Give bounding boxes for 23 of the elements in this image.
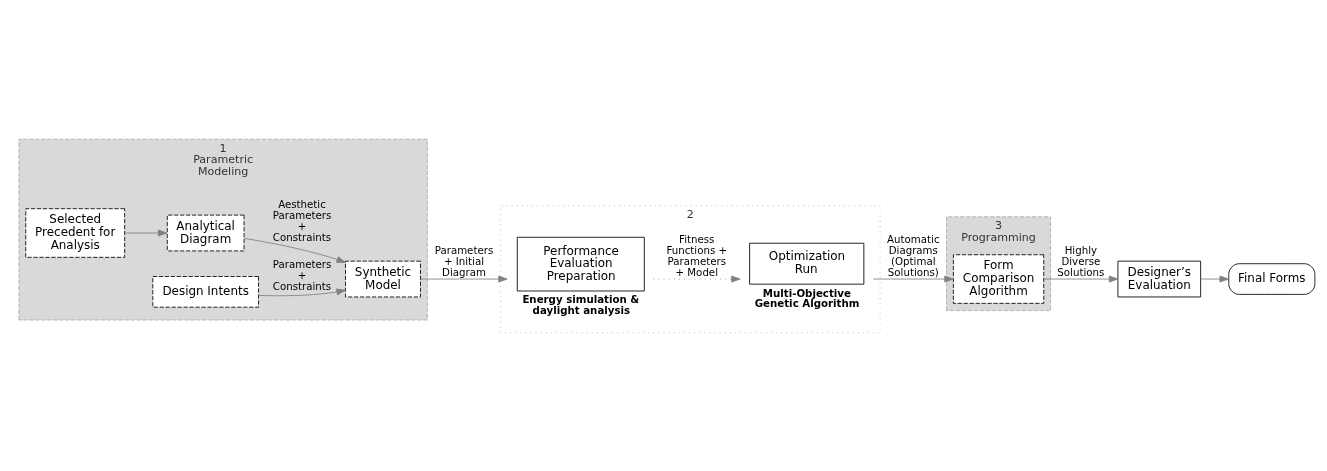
node-box: Final Forms — [1228, 262, 1316, 295]
node-box: Form Comparison Algorithm — [952, 253, 1045, 304]
arrow — [243, 237, 346, 263]
node-label: Energy simulation & daylight analysis — [522, 293, 640, 316]
arrow — [653, 275, 741, 282]
edge-label: Automatic Diagrams (Optimal Solutions) — [887, 233, 940, 278]
arrow — [124, 229, 168, 236]
edge-label: Highly Diverse Solutions — [1057, 244, 1105, 278]
node-box: Design Intents — [152, 275, 259, 308]
edge-label: Fitness Functions + Parameters + Model — [666, 233, 728, 278]
edge-label: Parameters + Initial Diagram — [434, 244, 494, 278]
node-box: Synthetic Model — [345, 260, 421, 297]
arrow — [872, 275, 954, 282]
arrow — [1200, 275, 1229, 282]
node-box: Designer’s Evaluation — [1117, 260, 1202, 297]
edge-label: Parameters + Constraints — [272, 258, 332, 292]
node-box: Analytical Diagram — [166, 214, 245, 251]
node-label: Multi-Objective Genetic Algorithm — [754, 287, 860, 309]
edge-label: Aesthetic Parameters + Constraints — [272, 198, 332, 243]
arrow — [420, 275, 508, 282]
node-box: Selected Precedent for Analysis — [25, 207, 126, 258]
arrow — [258, 288, 346, 296]
arrow — [1043, 275, 1119, 282]
